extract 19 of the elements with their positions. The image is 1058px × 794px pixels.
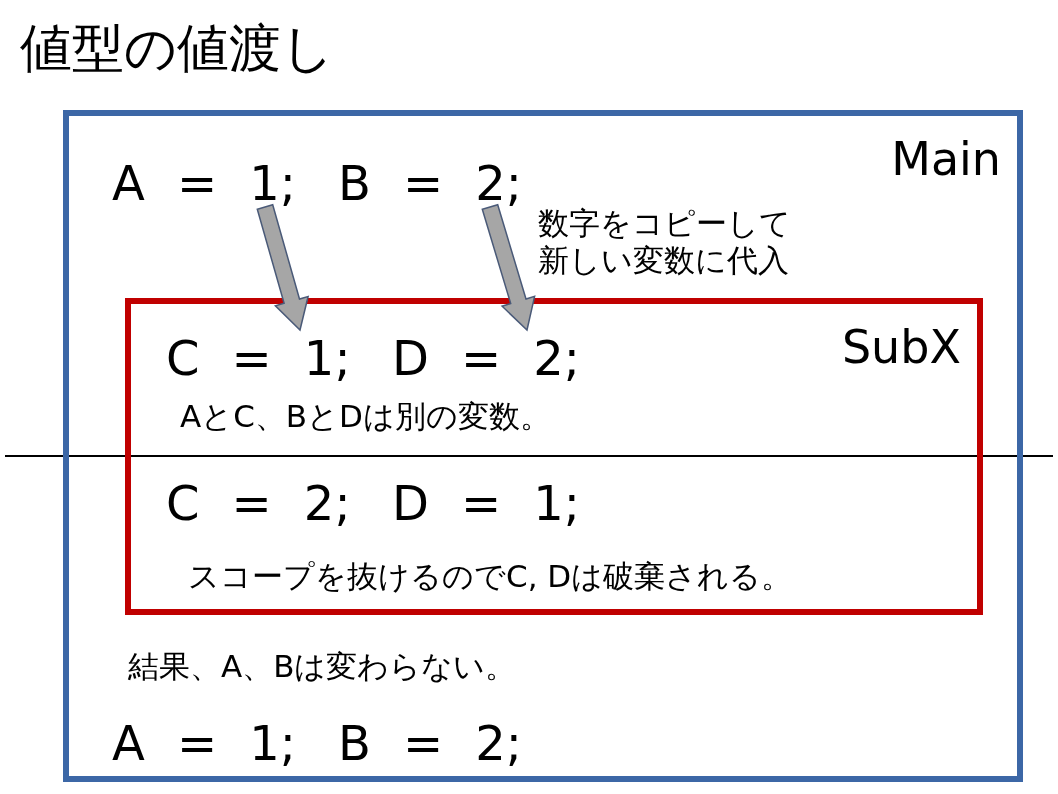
title: 値型の値渡し (20, 22, 334, 74)
scope-label: SubX (841, 324, 961, 370)
scope-label: Main (891, 136, 1001, 182)
note-text: AとC、BとDは別の変数。 (180, 398, 552, 436)
block-arrow (256, 203, 310, 332)
note-text: 数字をコピーして新しい変数に代入 (538, 205, 792, 280)
code-text: B = 2; (338, 155, 528, 207)
scope-box (63, 110, 1023, 782)
scope-box (125, 298, 983, 615)
code-text: C = 1; (166, 330, 356, 382)
code-text: D = 2; (392, 330, 582, 382)
code-text: A = 1; (112, 155, 302, 207)
code-text: B = 2; (338, 715, 523, 767)
code-text: A = 1; (112, 715, 297, 767)
code-text: D = 1; (392, 475, 581, 527)
note-text: 結果、A、Bは変わらない。 (128, 648, 518, 686)
note-text: スコープを抜けるのでC, Dは破棄される。 (188, 558, 794, 596)
code-text: C = 2; (166, 475, 352, 527)
block-arrow (481, 203, 536, 332)
